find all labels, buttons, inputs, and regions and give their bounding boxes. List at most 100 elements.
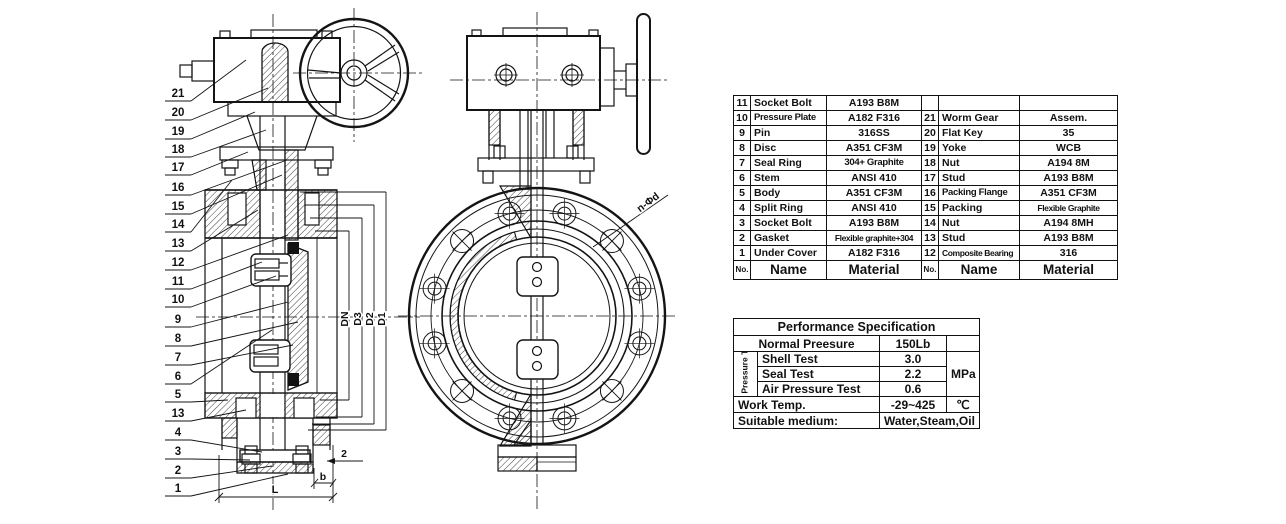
part-name: Nut xyxy=(938,215,1020,231)
medium-value: Water,Steam,Oil xyxy=(878,412,981,429)
part-mat: ANSI 410 xyxy=(826,200,922,216)
annotation-label: 15 xyxy=(172,201,185,213)
part-mat: A351 CF3M xyxy=(826,140,922,156)
annotation-label: DN xyxy=(339,311,351,326)
part-name: Under Cover xyxy=(750,245,827,261)
seal-test-label: Seal Test xyxy=(757,366,880,382)
annotation-label: 21 xyxy=(172,88,185,100)
annotation-label: 2 xyxy=(341,448,347,460)
normal-pressure-label: Normal Preesure xyxy=(733,335,880,352)
part-mat: A193 B8M xyxy=(826,95,922,111)
part-name: Socket Bolt xyxy=(750,215,827,231)
pressure-test-group-label: Pressure Test xyxy=(733,351,758,397)
part-mat: A182 F316 xyxy=(826,245,922,261)
annotation-label: 9 xyxy=(175,314,181,326)
part-name: Flat Key xyxy=(938,125,1020,141)
part-mat: A194 8MH xyxy=(1019,215,1118,231)
bottom-dimension-lines xyxy=(214,445,363,503)
part-no: 1 xyxy=(733,245,751,261)
air-pressure-test-value: 0.6 xyxy=(879,381,947,397)
part-no: 12 xyxy=(921,245,939,261)
empty-cell xyxy=(945,335,981,352)
annotation-label: 8 xyxy=(175,333,182,345)
annotation-label: 3 xyxy=(175,446,181,458)
annotation-label: D1 xyxy=(376,312,388,326)
diameter-dimension-lines xyxy=(300,191,387,431)
parts-footer-cell: No. xyxy=(733,260,751,280)
annotation-label: 14 xyxy=(172,219,185,231)
pressure-unit: MPa xyxy=(945,351,981,397)
part-name: Seal Ring xyxy=(750,155,827,171)
part-no: 18 xyxy=(921,155,939,171)
part-mat: 35 xyxy=(1019,125,1118,141)
part-mat: A182 F316 xyxy=(826,110,922,126)
part-mat: Flexible Graphite xyxy=(1019,200,1118,216)
part-no: 7 xyxy=(733,155,751,171)
part-no: 11 xyxy=(733,95,751,111)
work-temp-unit: ℃ xyxy=(945,396,981,413)
part-name: Pressure Plate xyxy=(750,110,827,126)
flange-circles xyxy=(407,186,667,446)
annotation-label: 13 xyxy=(172,238,185,250)
annotation-label: 16 xyxy=(172,182,185,194)
part-no: 17 xyxy=(921,170,939,186)
normal-pressure-value: 150Lb xyxy=(879,335,947,352)
part-mat: 304+ Graphite xyxy=(826,155,922,171)
part-name: Split Ring xyxy=(750,200,827,216)
part-name: Worm Gear xyxy=(938,110,1020,126)
handwheel xyxy=(298,17,410,129)
part-name: Composite Bearing xyxy=(938,245,1020,261)
part-no: 8 xyxy=(733,140,751,156)
part-no: 4 xyxy=(733,200,751,216)
seal-ring-section xyxy=(449,231,518,401)
part-name: Body xyxy=(750,185,827,201)
part-mat xyxy=(1019,95,1118,111)
part-no: 2 xyxy=(733,230,751,246)
performance-title: Performance Specification xyxy=(732,318,981,336)
air-pressure-test-label: Air Pressure Test xyxy=(757,381,880,397)
part-name: Packing xyxy=(938,200,1020,216)
part-no: 15 xyxy=(921,200,939,216)
work-temp-label: Work Temp. xyxy=(733,396,880,413)
part-mat: A193 B8M xyxy=(1019,230,1118,246)
part-name: Socket Bolt xyxy=(750,95,827,111)
annotation-label: L xyxy=(272,484,279,496)
part-no: 10 xyxy=(733,110,751,126)
parts-footer-cell: Material xyxy=(826,260,922,280)
part-no xyxy=(921,95,939,111)
annotation-label: D2 xyxy=(364,312,376,326)
annotation-label: 2 xyxy=(175,465,181,477)
handwheel-edge xyxy=(599,13,651,155)
gearbox-front xyxy=(466,27,601,111)
part-mat: A193 B8M xyxy=(1019,170,1118,186)
part-mat: Assem. xyxy=(1019,110,1118,126)
part-name: Yoke xyxy=(938,140,1020,156)
part-name: Nut xyxy=(938,155,1020,171)
annotation-label: D3 xyxy=(352,312,364,326)
annotation-label: 11 xyxy=(172,276,185,288)
part-no: 6 xyxy=(733,170,751,186)
annotation-label: 5 xyxy=(175,389,182,401)
parts-footer-cell: No. xyxy=(921,260,939,280)
work-temp-value: -29~425 xyxy=(879,396,947,413)
part-no: 13 xyxy=(921,230,939,246)
medium-label: Suitable medium: xyxy=(733,412,880,429)
part-mat: A193 B8M xyxy=(826,215,922,231)
part-name: Disc xyxy=(750,140,827,156)
part-name: Stud xyxy=(938,170,1020,186)
annotation-label: 17 xyxy=(172,162,185,174)
annotation-label: n-Φd xyxy=(635,190,662,215)
